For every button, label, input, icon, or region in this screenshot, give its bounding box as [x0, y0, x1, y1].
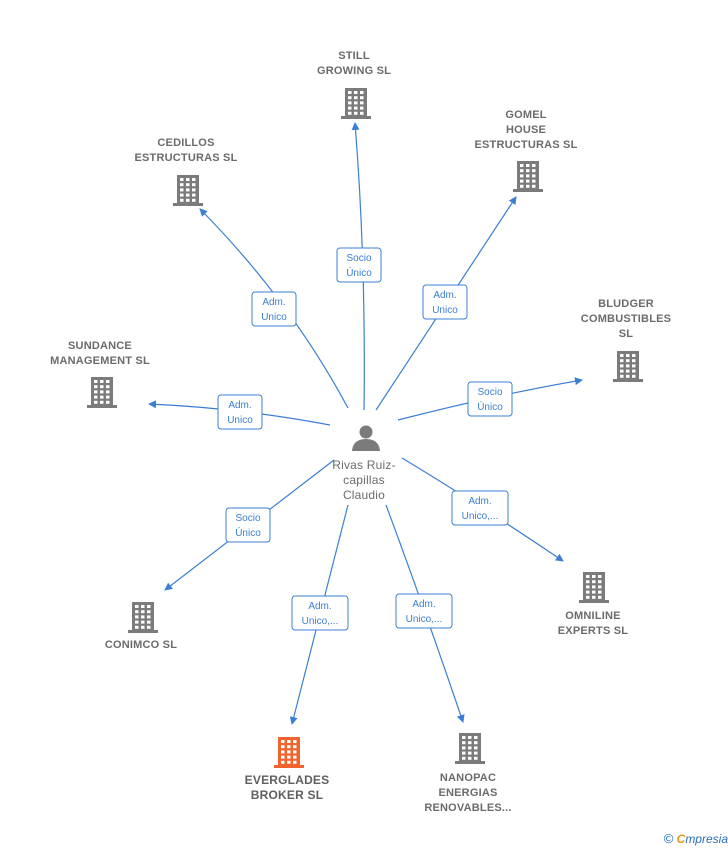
- company-label-line: COMBUSTIBLES: [580, 313, 672, 325]
- role-badge-text: Unico,...: [462, 511, 499, 522]
- company-label-line: OMNILINE: [565, 610, 621, 622]
- role-badge-cedillos[interactable]: Adm. Unico: [251, 291, 297, 327]
- company-label-line: ESTRUCTURAS SL: [474, 139, 578, 151]
- company-label-gomel[interactable]: GOMEL HOUSE ESTRUCTURAS SL: [474, 108, 577, 153]
- role-badge-gomel[interactable]: Adm. Unico: [422, 284, 468, 320]
- building-icon[interactable]: [173, 175, 203, 206]
- role-badge-text: Adm.: [228, 400, 251, 411]
- role-badge-omniline[interactable]: Adm. Unico,...: [451, 490, 509, 526]
- company-label-line: BLUDGER: [598, 298, 654, 310]
- role-badge-text: Adm.: [433, 290, 456, 301]
- company-label-line: GOMEL: [505, 109, 547, 121]
- company-label-bludger[interactable]: BLUDGER COMBUSTIBLES SL: [581, 297, 671, 342]
- role-badge-text: Socio: [235, 513, 260, 524]
- role-badge-text: Adm.: [262, 297, 285, 308]
- building-icon[interactable]: [579, 572, 609, 603]
- building-icon[interactable]: [455, 733, 485, 764]
- brand-logo: © Cmpresia: [663, 831, 728, 846]
- company-label-sundance[interactable]: SUNDANCE MANAGEMENT SL: [50, 339, 150, 369]
- role-badge-nanopac[interactable]: Adm. Unico,...: [395, 593, 453, 629]
- building-icon[interactable]: [128, 602, 158, 633]
- company-label-line: MANAGEMENT SL: [50, 355, 150, 367]
- role-badge-text: Socio: [477, 387, 502, 398]
- company-label-line: HOUSE: [505, 124, 547, 136]
- role-badge-text: Socio: [346, 253, 371, 264]
- company-label-omniline[interactable]: OMNILINE EXPERTS SL: [558, 609, 628, 639]
- company-label-line: CONIMCO SL: [104, 639, 178, 651]
- person-label-line: Rivas Ruiz-: [332, 458, 396, 472]
- role-badge-text: Unico: [432, 305, 458, 316]
- company-label-line: GROWING SL: [316, 65, 392, 77]
- role-badge-text: Único: [477, 400, 503, 413]
- role-badge-text: Unico: [261, 312, 287, 323]
- role-badge-text: Adm.: [308, 601, 331, 612]
- building-icon[interactable]: [274, 737, 304, 768]
- company-label-line: RENOVABLES...: [424, 802, 512, 814]
- role-badge-everglades[interactable]: Adm. Unico,...: [291, 595, 349, 631]
- company-label-line: SL: [618, 328, 634, 340]
- building-icon[interactable]: [613, 351, 643, 382]
- company-label-conimco[interactable]: CONIMCO SL: [105, 638, 177, 653]
- company-label-line: EVERGLADES: [244, 773, 330, 787]
- person-label-line: Claudio: [342, 488, 386, 502]
- role-badge-text: Adm.: [468, 496, 491, 507]
- company-label-line: CEDILLOS: [157, 137, 215, 149]
- role-badge-text: Unico: [227, 415, 253, 426]
- role-badge-text: Unico,...: [302, 616, 339, 627]
- company-label-nanopac[interactable]: NANOPAC ENERGIAS RENOVABLES...: [424, 771, 511, 816]
- company-label-line: STILL: [338, 50, 370, 62]
- company-label-line: NANOPAC: [439, 772, 497, 784]
- building-icon[interactable]: [87, 377, 117, 408]
- company-label-line: EXPERTS SL: [557, 625, 629, 637]
- company-label-line: ESTRUCTURAS SL: [134, 152, 238, 164]
- role-badge-text: Único: [346, 266, 372, 279]
- company-label-line: ENERGIAS: [438, 787, 498, 799]
- role-badge-text: Unico,...: [406, 614, 443, 625]
- role-badge-text: Adm.: [412, 599, 435, 610]
- building-icon[interactable]: [513, 161, 543, 192]
- company-label-still[interactable]: STILL GROWING SL: [317, 49, 391, 79]
- person-icon[interactable]: [352, 425, 380, 452]
- role-badge-text: Único: [235, 526, 261, 539]
- building-icon[interactable]: [341, 88, 371, 119]
- company-label-line: SUNDANCE: [68, 340, 132, 352]
- company-label-cedillos[interactable]: CEDILLOS ESTRUCTURAS SL: [134, 136, 237, 166]
- role-badge-sundance[interactable]: Adm. Unico: [217, 394, 263, 430]
- person-label-line: capillas: [343, 473, 385, 487]
- company-label-line: BROKER SL: [250, 788, 324, 802]
